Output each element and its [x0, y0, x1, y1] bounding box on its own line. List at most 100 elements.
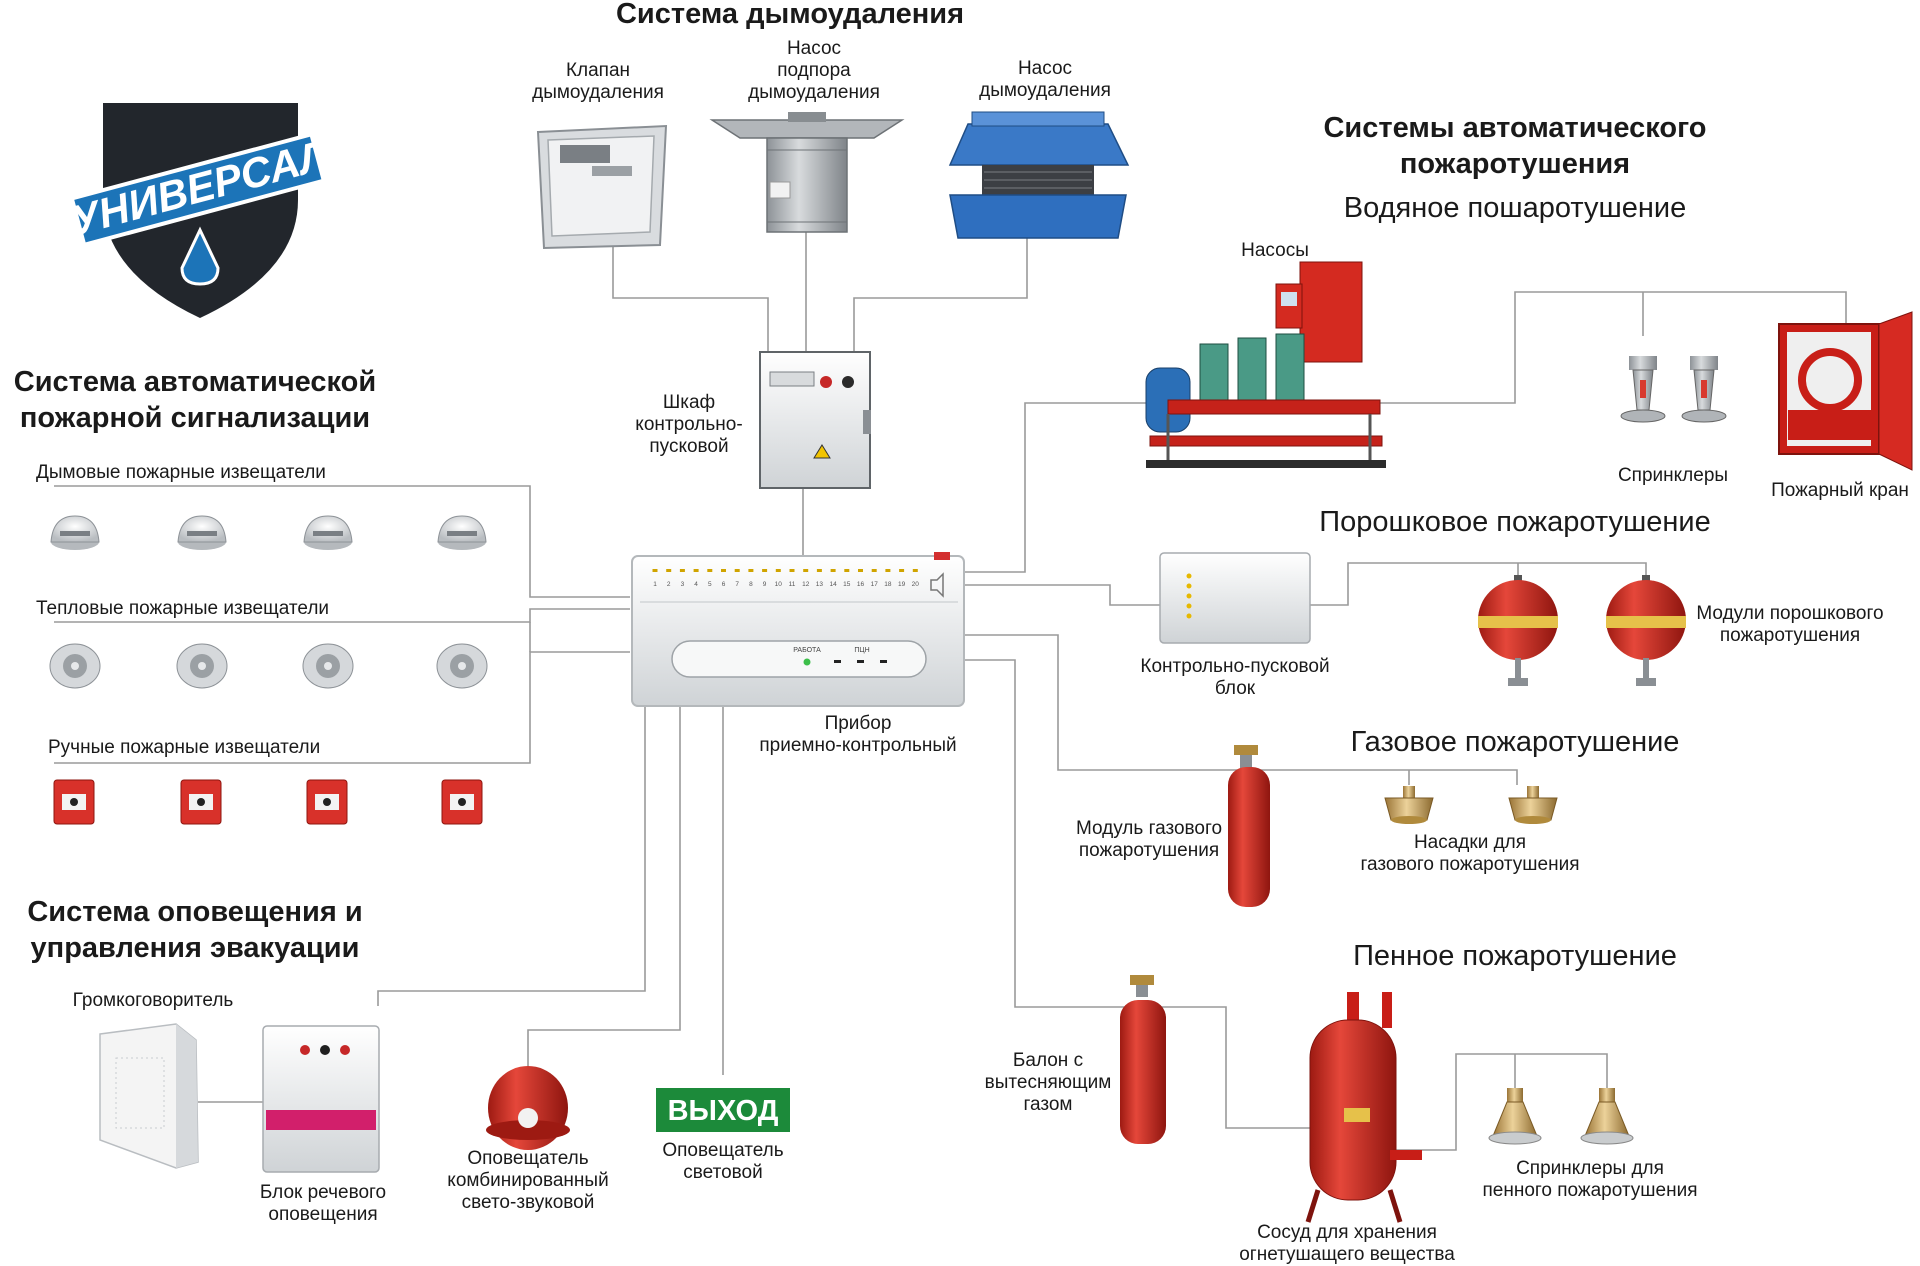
company-logo: [69, 103, 327, 318]
panel-zone-led: [775, 569, 781, 572]
panel-zone-number: 6: [722, 581, 726, 588]
heat-detector: [436, 643, 488, 689]
panel-zone-number: 8: [749, 581, 753, 588]
heat-detector: [49, 643, 101, 689]
powder-modules: [1478, 575, 1686, 686]
foam-tank: [1305, 992, 1422, 1223]
subsystem-water: Водяное пошаротушение: [1343, 192, 1687, 224]
exit-sign-text: ВЫХОД: [668, 1095, 779, 1127]
panel-zone-number: 16: [857, 581, 865, 588]
heat-detector: [176, 643, 228, 689]
sprinklers: [1620, 356, 1727, 423]
panel-zone-led: [707, 569, 713, 572]
panel-zone-led: [679, 569, 685, 572]
panel-zone-led: [830, 569, 836, 572]
panel-zone-led: [912, 569, 918, 572]
panel-zone-led: [693, 569, 699, 572]
panel-zone-led: [885, 569, 891, 572]
panel-zone-led: [803, 569, 809, 572]
panel-zone-led: [816, 569, 822, 572]
panel-zone-number: 14: [829, 581, 837, 588]
wire-voice-block: [377, 706, 646, 1006]
panel-zone-led: [871, 569, 877, 572]
manual-callpoint: [180, 779, 222, 825]
wire-powder-modules: [1310, 562, 1647, 606]
wire-pumps: [965, 402, 1150, 573]
smoke-detector: [437, 515, 487, 550]
panel-zone-number: 7: [735, 581, 739, 588]
manual-callpoint: [53, 779, 95, 825]
control-panel: [631, 552, 965, 707]
panel-zone-number: 19: [898, 581, 906, 588]
label-manual-callpoints: Ручные пожарные извещатели: [48, 737, 321, 758]
panel-status-label: РАБОТА: [793, 647, 821, 654]
speaker: [99, 1023, 199, 1169]
gas-module: [1228, 745, 1270, 907]
panel-zone-number: 10: [775, 581, 783, 588]
panel-zone-number: 4: [694, 581, 698, 588]
foam-sprinkler: [1488, 1088, 1542, 1145]
panel-zone-led: [844, 569, 850, 572]
label-sprinklers: Спринклеры: [1617, 465, 1729, 486]
sprinkler: [1620, 356, 1666, 423]
gas-nozzle: [1508, 786, 1558, 824]
wire-exhaust-fan: [853, 238, 1028, 352]
subsystem-gas: Газовое пожаротушение: [1350, 726, 1680, 758]
logo-drop-icon: [180, 226, 220, 286]
powder-module: [1606, 575, 1686, 686]
control-cabinet: [759, 351, 871, 489]
panel-zone-number: 9: [763, 581, 767, 588]
manual-callpoint: [441, 779, 483, 825]
panel-zone-number: 17: [871, 581, 879, 588]
exit-sign: [656, 1088, 790, 1132]
wire-heat-detectors: [54, 608, 630, 623]
panel-zone-number: 3: [681, 581, 685, 588]
powder-control-block: [1159, 552, 1311, 644]
wire-valve: [612, 245, 769, 352]
smoke-detectors: [50, 515, 487, 550]
panel-zone-number: 20: [912, 581, 920, 588]
label-pumps: Насосы: [1241, 240, 1309, 261]
wire-gas: [965, 634, 1518, 785]
wire-powder-control: [965, 584, 1160, 606]
panel-zone-led: [734, 569, 740, 572]
gas-nozzles: [1384, 786, 1558, 824]
panel-zone-led: [748, 569, 754, 572]
sprinkler: [1681, 356, 1727, 423]
panel-zone-led: [789, 569, 795, 572]
wire-smoke-detectors: [54, 485, 630, 598]
panel-pcn-label: ПЦН: [854, 647, 869, 654]
powder-module: [1478, 575, 1558, 686]
panel-zone-number: 15: [843, 581, 851, 588]
manual-callpoint: [306, 779, 348, 825]
voice-alarm-block: [262, 1025, 380, 1173]
label-smoke-detectors: Дымовые пожарные извещатели: [36, 462, 326, 483]
smoke-detector: [177, 515, 227, 550]
wire-manual-callpoints: [54, 651, 630, 764]
heading-auto-extinguishing: Системы автоматического пожаротушения: [1323, 112, 1707, 180]
smoke-detector: [50, 515, 100, 550]
heat-detectors: [49, 643, 488, 689]
manual-callpoints: [53, 779, 483, 825]
foam-gas-cylinder: [1120, 975, 1166, 1144]
wire-sprinklers-hydrant: [1378, 291, 1847, 404]
heading-evacuation: Система оповещения и управления эвакуаци…: [27, 896, 363, 964]
subsystem-powder: Порошковое пожаротушение: [1319, 506, 1711, 538]
subsystem-foam: Пенное пожаротушение: [1353, 940, 1677, 972]
exhaust-fan: [948, 111, 1130, 239]
heading-smoke-removal: Система дымоудаления: [615, 0, 965, 30]
